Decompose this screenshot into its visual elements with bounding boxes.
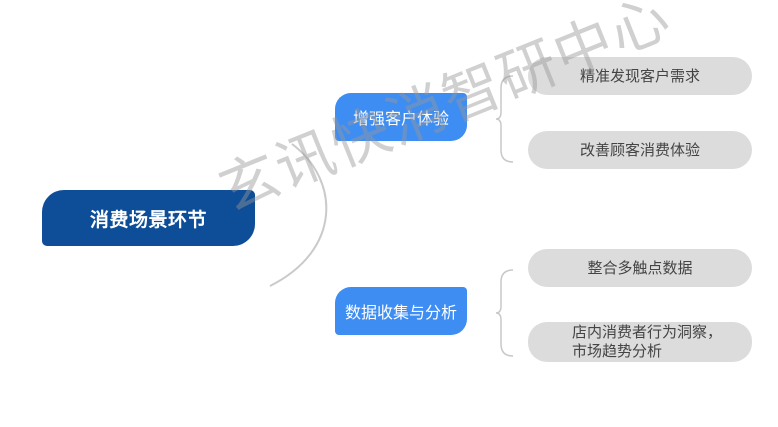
leaf-node: 改善顾客消费体验 xyxy=(528,131,752,169)
leaf-node: 精准发现客户需求 xyxy=(528,57,752,95)
leaf-label: 精准发现客户需求 xyxy=(579,66,700,85)
branch-node-customer-experience: 增强客户体验 xyxy=(335,93,467,141)
leaf-node: 整合多触点数据 xyxy=(528,249,752,287)
leaf-node: 店内消费者行为洞察， 市场趋势分析 xyxy=(528,322,752,362)
root-node: 消费场景环节 xyxy=(42,190,255,246)
root-node-label: 消费场景环节 xyxy=(89,208,207,231)
branch-node-data-analysis: 数据收集与分析 xyxy=(335,287,467,335)
branch-label: 增强客户体验 xyxy=(352,109,449,128)
leaf-label: 改善顾客消费体验 xyxy=(579,140,700,159)
leaf-label-line1: 店内消费者行为洞察， xyxy=(572,323,723,341)
brace-connector-1 xyxy=(495,75,514,163)
branch-label: 数据收集与分析 xyxy=(344,303,457,322)
brace-connector-2 xyxy=(495,269,514,357)
leaf-label-line2: 市场趋势分析 xyxy=(572,342,663,360)
leaf-label: 整合多触点数据 xyxy=(587,258,693,277)
